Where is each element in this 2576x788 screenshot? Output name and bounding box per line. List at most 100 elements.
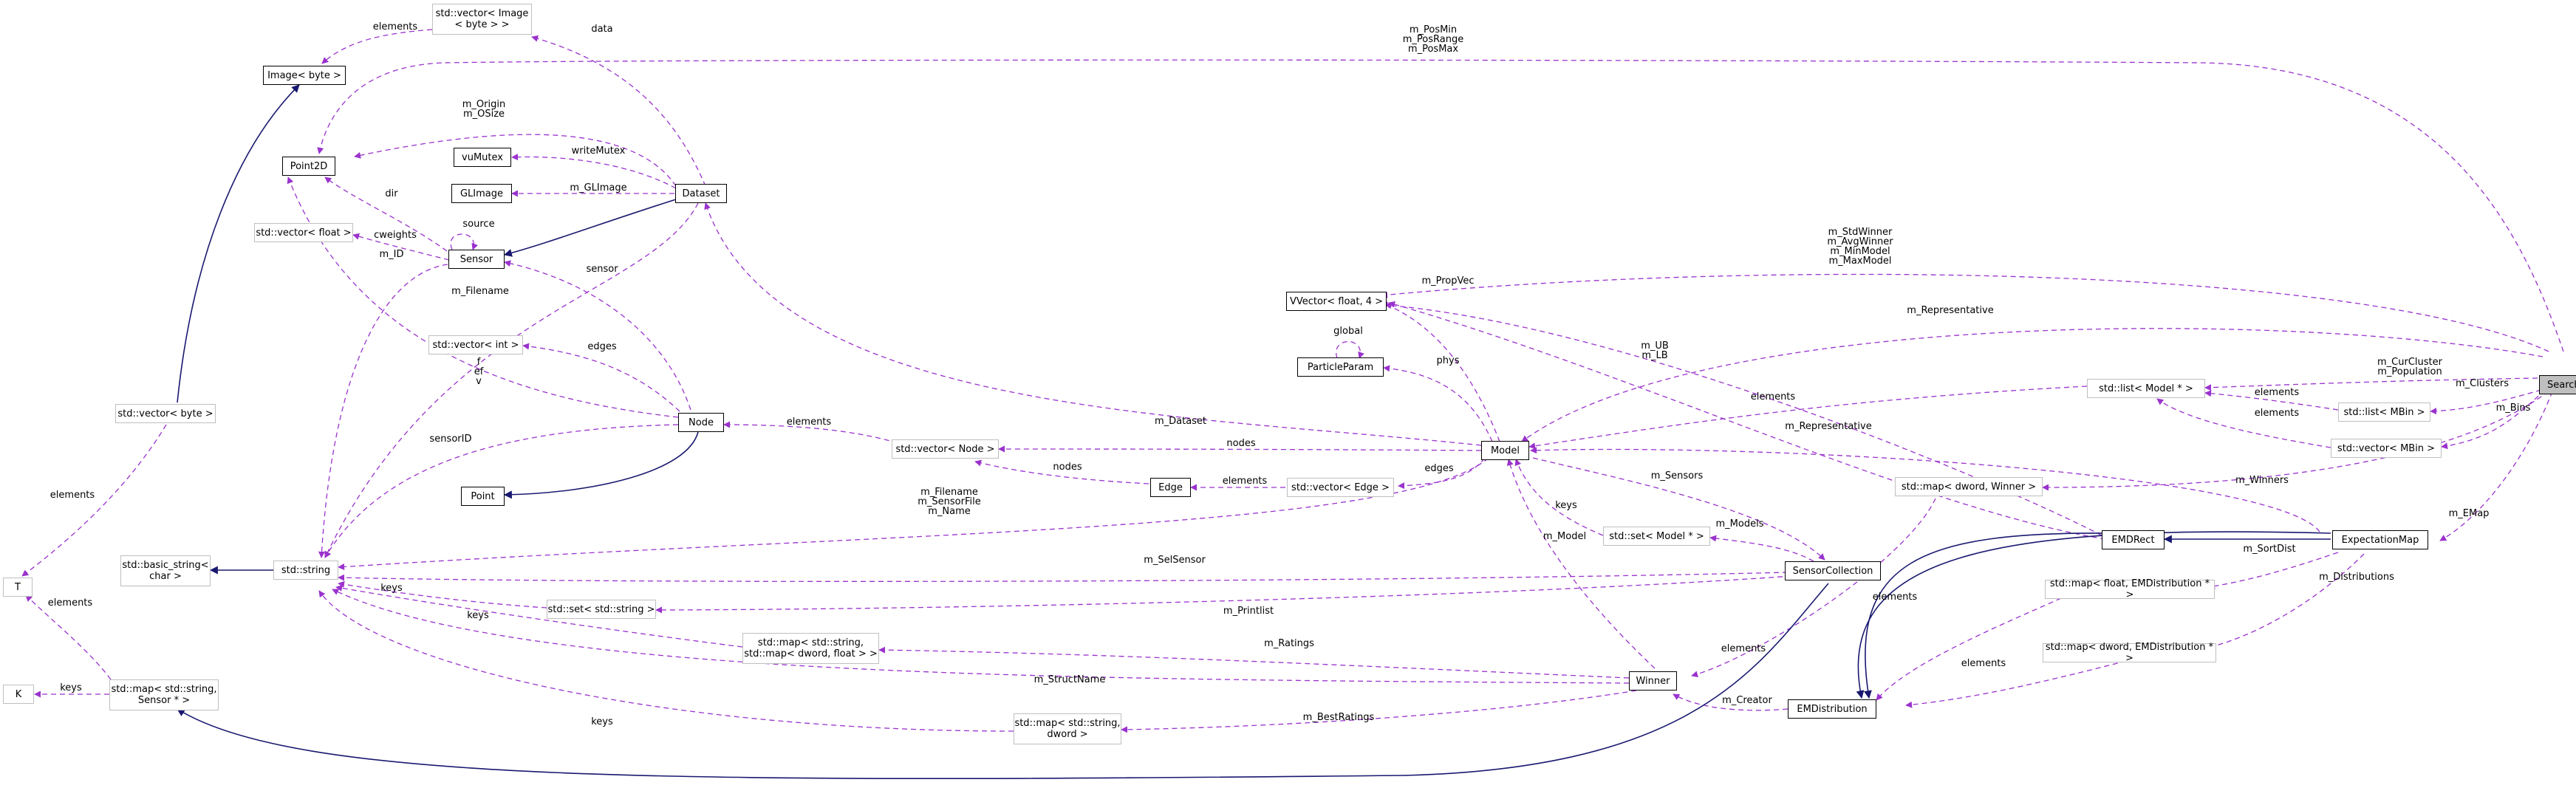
node-vector-edge[interactable]: std::vector< Edge > [1287,478,1394,497]
node-vector-node[interactable]: std::vector< Node > [892,439,999,459]
node-map-ratings[interactable]: std::map< std::string, std::map< dword, … [742,633,879,664]
node-map-bestratings[interactable]: std::map< std::string, dword > [1014,713,1121,744]
node-map-float-emd[interactable]: std::map< float, EMDistribution * > [2045,578,2215,600]
edge-setstring-string [338,580,547,609]
node-sensorcollection[interactable]: SensorCollection [1785,561,1881,580]
node-label: std::map< dword, EMDistribution * > [2045,642,2214,664]
edge-label-keys-setstring: keys [380,583,403,594]
node-point2d[interactable]: Point2D [282,157,335,176]
edge-label-elements-edge: elements [1223,476,1268,487]
edge-label-keys-best: keys [591,716,613,727]
edge-searcher-expectationmap [2439,391,2553,541]
node-label: EMDistribution [1797,703,1868,715]
edge-label-m-sensors: m_Sensors [1651,470,1704,482]
edge-node-point2d [287,177,679,418]
edge-dataset-vumutex [511,154,677,189]
node-searcher[interactable]: Searcher [2539,375,2576,394]
node-label: Winner [1636,675,1670,687]
edge-label-m-winners: m_Winners [2235,475,2289,486]
node-vector-float[interactable]: std::vector< float > [254,223,353,242]
edge-label-source: source [462,219,494,230]
edge-searcher-mapdwordwinner [2042,391,2549,491]
edge-searcher-model [1521,328,2543,442]
edge-vectormbin-listmodel [2156,398,2331,448]
node-label: std::set< std::string > [547,603,655,615]
node-basic-string[interactable]: std::basic_string< char > [120,555,211,586]
edge-dataset-string [324,202,699,558]
node-particleparam[interactable]: ParticleParam [1297,357,1384,377]
edge-label-nodes-model: nodes [1226,438,1255,449]
edge-vectorimage-image [321,29,433,64]
edge-label-m-ratings: m_Ratings [1264,638,1314,649]
node-label: std::list< Model * > [2099,383,2193,394]
edge-searcher-vectormbin [2441,389,2546,450]
edge-model-string [338,457,1489,570]
node-vector-byte[interactable]: std::vector< byte > [115,404,216,423]
node-dataset[interactable]: Dataset [675,184,727,203]
node-k[interactable]: K [3,685,34,704]
node-t[interactable]: T [3,578,33,597]
edge-searcher-listmodel [2204,377,2538,391]
node-label: Dataset [682,188,720,199]
node-label: std::map< std::string, Sensor * > [111,684,217,706]
node-label: std::vector< int > [432,339,519,351]
node-set-model[interactable]: std::set< Model * > [1603,527,1710,546]
edge-label-sensor-lbl: sensor [586,264,618,275]
edge-label-glimage-lbl: m_GLImage [570,182,626,193]
edge-label-m-models: m_Models [1716,518,1764,530]
node-glimage[interactable]: GLImage [451,184,512,203]
node-point[interactable]: Point [461,487,505,506]
node-label: std::map< std::string, dword > [1014,718,1121,740]
node-vumutex[interactable]: vuMutex [454,148,511,167]
node-label: T [15,581,21,593]
edge-label-edges-model: edges [1424,463,1454,474]
node-map-dword-winner[interactable]: std::map< dword, Winner > [1895,477,2043,496]
node-label: std::map< float, EMDistribution * > [2049,578,2210,600]
node-expectationmap[interactable]: ExpectationMap [2332,530,2428,549]
node-vvector[interactable]: VVector< float, 4 > [1286,292,1387,311]
edge-model-vvector [1381,301,1500,442]
edge-label-elements-winner: elements [1721,643,1766,654]
node-label: Point [471,490,495,502]
node-emdistribution[interactable]: EMDistribution [1788,699,1876,719]
node-list-model[interactable]: std::list< Model * > [2087,379,2205,398]
edge-label-cweights: cweights [374,230,417,241]
inherit-vectorbyte-image [177,84,300,403]
edge-sensorcollection-setmodel [1709,535,1814,562]
node-label: Node [689,417,714,428]
node-label: std::vector< MBin > [2337,442,2436,454]
node-model[interactable]: Model [1481,441,1529,460]
node-winner[interactable]: Winner [1629,671,1677,691]
node-map-dword-emd[interactable]: std::map< dword, EMDistribution * > [2043,642,2216,664]
node-label: std::basic_string< char > [122,560,209,582]
node-emrect[interactable]: EMDRect [2102,530,2165,549]
node-label: Point2D [290,160,328,172]
edge-listmodel-model [1528,386,2088,450]
node-image-byte[interactable]: Image< byte > [263,66,346,85]
edge-label-m-bestratings: m_BestRatings [1303,712,1375,723]
inherit-node-point [503,431,699,499]
node-label: std::vector< float > [256,227,352,239]
node-label: VVector< float, 4 > [1289,295,1384,307]
node-string[interactable]: std::string [273,561,338,580]
edge-label-m-distributions: m_Distributions [2319,572,2394,583]
edge-model-vectornode [998,445,1482,453]
edge-dataset-vectorimage [531,35,706,187]
edge-listmbin-listmodel [2204,390,2339,411]
edge-mapfloatemd-emdistribution [1876,597,2062,701]
node-map-string-sensor[interactable]: std::map< std::string, Sensor * > [109,679,219,710]
node-node[interactable]: Node [678,413,724,432]
node-label: GLImage [459,188,504,199]
node-set-string[interactable]: std::set< std::string > [547,600,656,619]
node-edge[interactable]: Edge [1150,478,1191,497]
node-list-mbin[interactable]: std::list< MBin > [2338,402,2430,422]
node-sensor[interactable]: Sensor [448,250,505,269]
node-vector-image[interactable]: std::vector< Image < byte > > [432,4,532,35]
node-vector-mbin[interactable]: std::vector< MBin > [2331,439,2442,458]
edge-label-m-representative-top: m_Representative [1907,305,1993,316]
edge-label-m-printlist: m_Printlist [1223,606,1274,617]
edge-mapdwordwinner-winner [1691,498,1936,678]
node-vector-int[interactable]: std::vector< int > [428,335,523,354]
edge-label-elements-byte: elements [50,490,95,501]
